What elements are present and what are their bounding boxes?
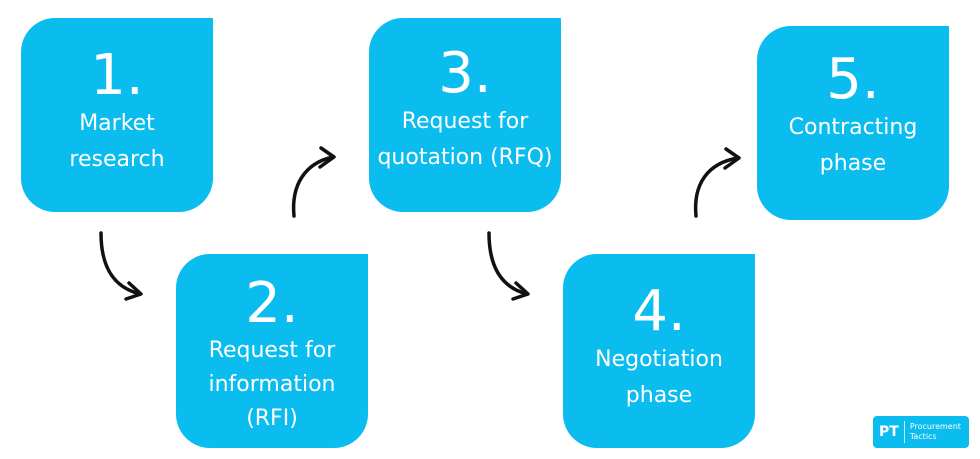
procurement-tactics-logo: PT Procurement Tactics xyxy=(873,416,969,448)
step-4-label: Negotiation phase xyxy=(595,347,723,408)
arrow-4-to-5 xyxy=(693,147,741,218)
step-2-label: Request for information (RFI) xyxy=(208,338,336,431)
step-3-number: 3. xyxy=(438,41,492,106)
logo-mark: PT xyxy=(879,424,899,440)
step-5-number: 5. xyxy=(826,47,880,112)
arrow-1-to-2 xyxy=(99,231,143,301)
logo-divider xyxy=(903,421,905,443)
step-5-label: Contracting phase xyxy=(788,115,918,176)
step-2-box: 2. Request for information (RFI) xyxy=(176,254,368,448)
step-4-number: 4. xyxy=(632,279,686,344)
step-3-box: 3. Request for quotation (RFQ) xyxy=(369,18,561,212)
logo-name: Procurement Tactics xyxy=(909,422,961,441)
arrow-2-to-3 xyxy=(291,146,336,218)
step-2-number: 2. xyxy=(245,271,299,336)
arrow-3-to-4 xyxy=(487,231,530,301)
step-1-number: 1. xyxy=(90,43,144,108)
step-1-box: 1. Market research xyxy=(21,18,213,212)
step-3-label: Request for quotation (RFQ) xyxy=(377,109,553,170)
step-1-label: Market research xyxy=(69,111,165,172)
step-4-box: 4. Negotiation phase xyxy=(563,254,755,448)
step-5-box: 5. Contracting phase xyxy=(757,26,949,220)
